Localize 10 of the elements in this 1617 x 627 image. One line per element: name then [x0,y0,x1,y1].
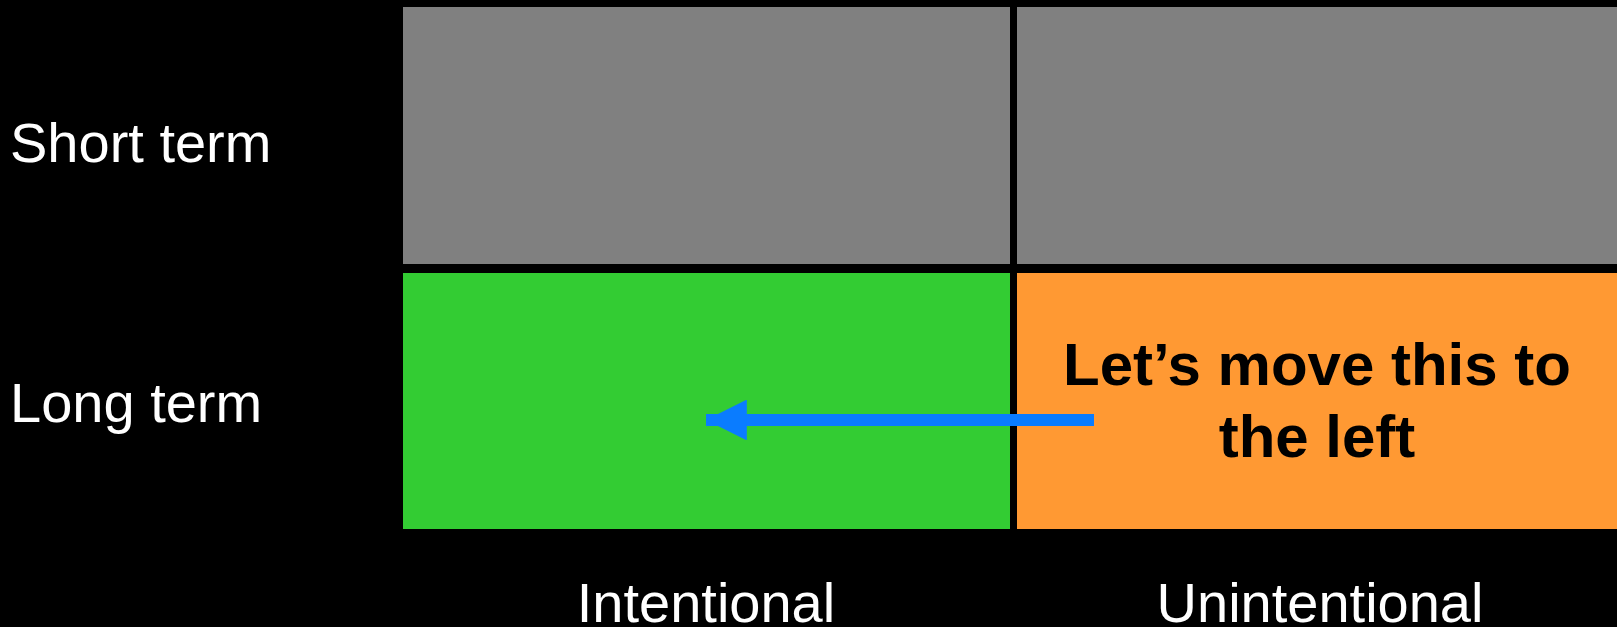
row-label: Short term [10,110,272,175]
grid-cell [403,273,1010,529]
grid-cell [1017,273,1617,529]
grid-cell [403,7,1010,264]
grid-cell [1017,7,1617,264]
column-label: Intentional [576,570,836,627]
column-label: Unintentional [1156,570,1484,627]
arrow [706,399,1094,441]
cell-text: Let’s move this to the left [1062,330,1572,472]
row-label: Long term [10,370,263,435]
